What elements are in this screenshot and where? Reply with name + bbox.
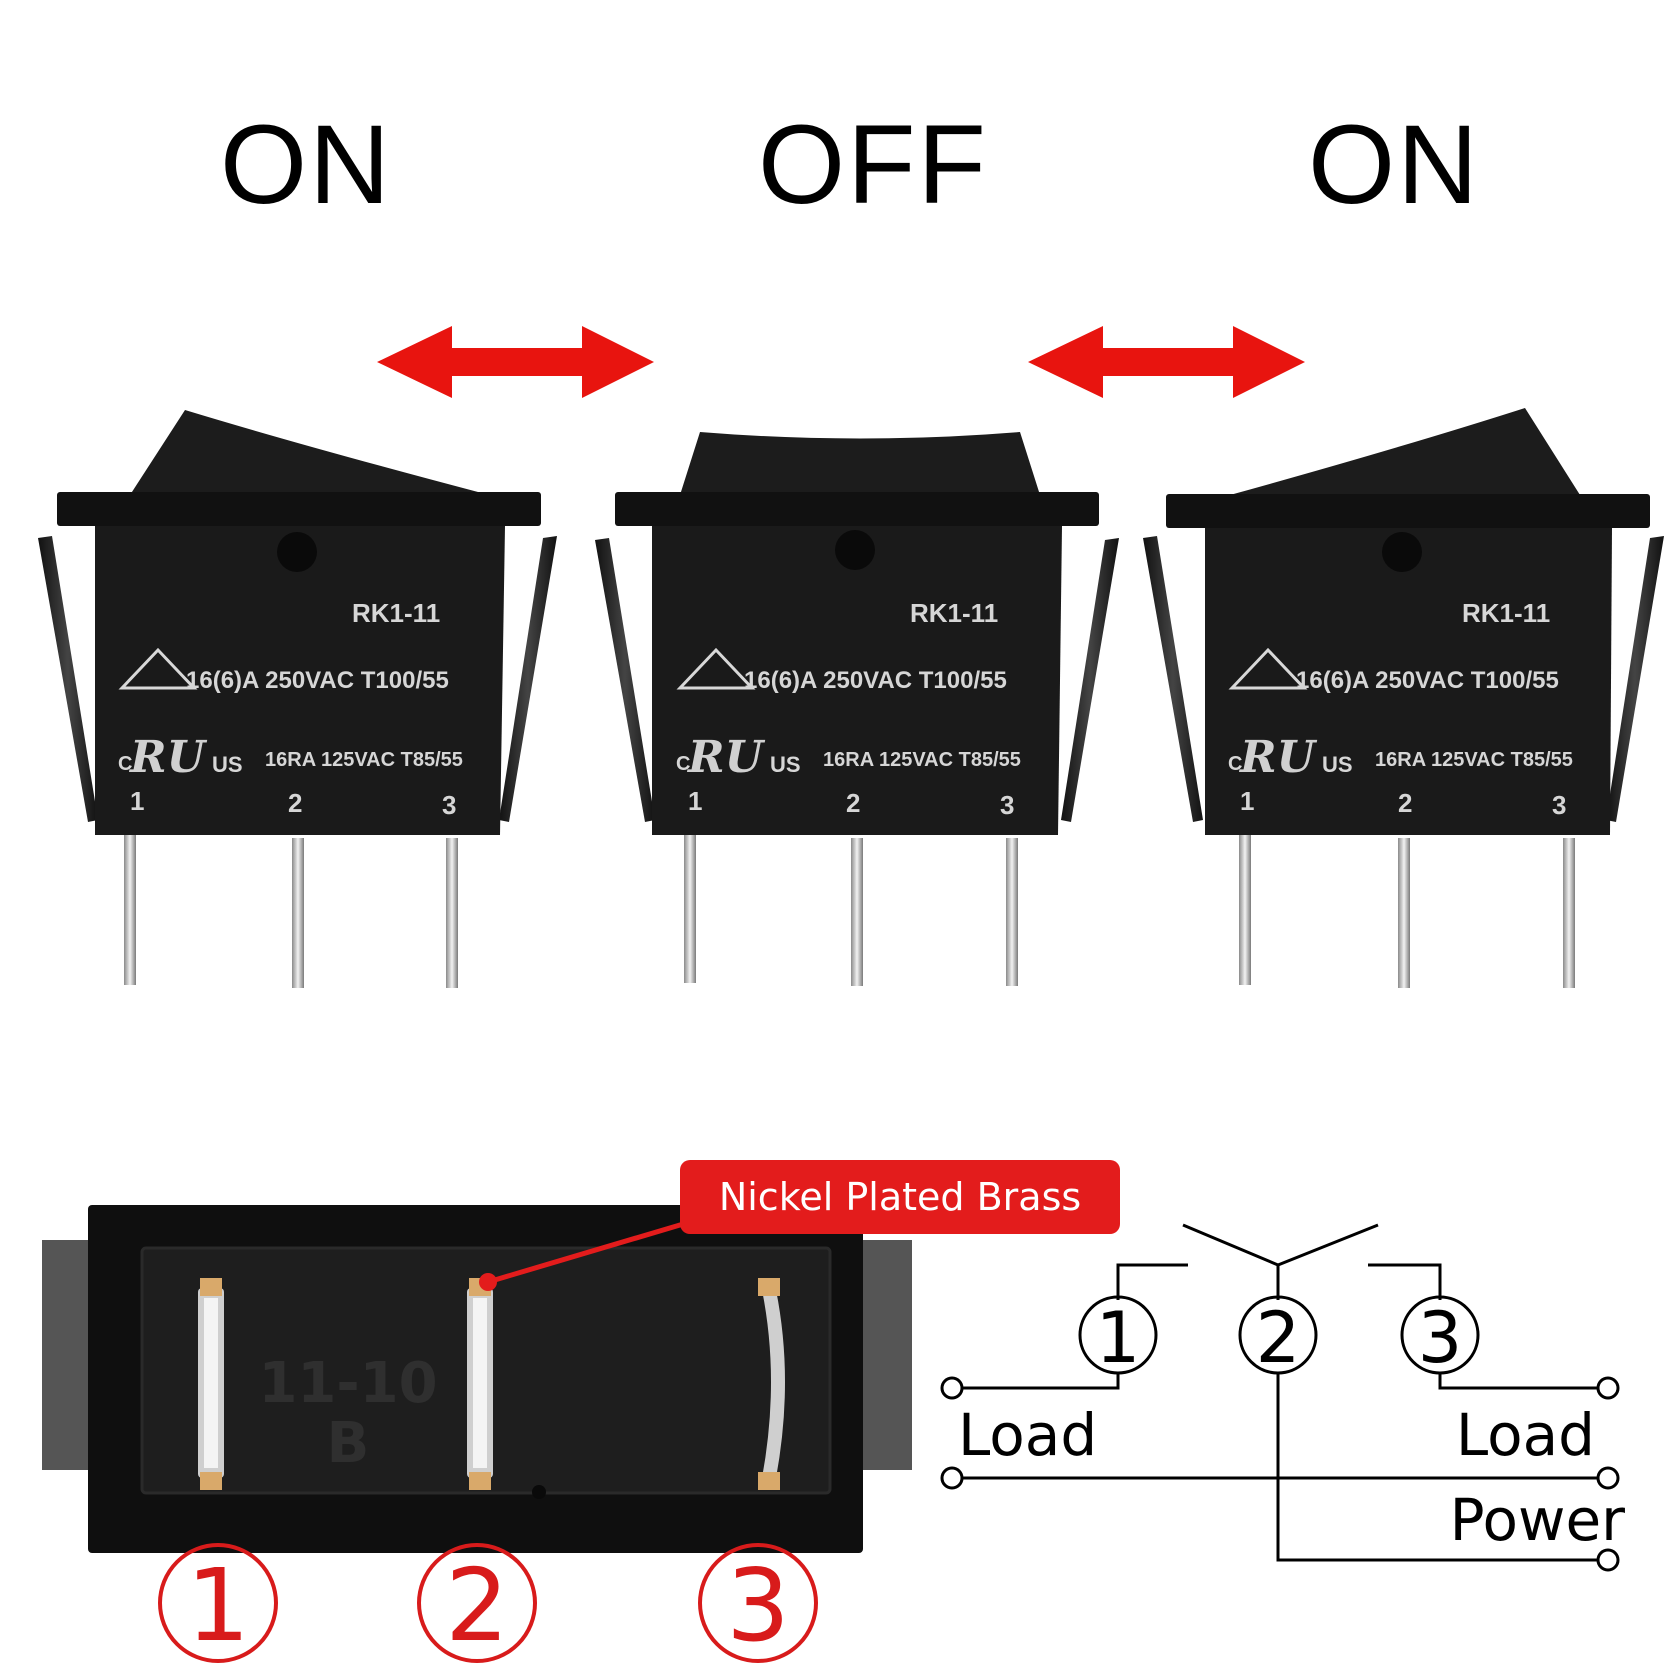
ul-logo-icon: RU: [686, 732, 766, 783]
pin-label-3: 3: [698, 1543, 818, 1664]
state-label-left: ON: [220, 102, 392, 227]
model-label: RK1-11: [352, 598, 440, 628]
switch-markings: RU RK1-11 16(6)A 250VAC T100/55C US 16RA 125…: [118, 598, 1573, 820]
ul-us-label: US: [1322, 752, 1353, 777]
ul-rating-label: 16RA 125VAC T85/55: [265, 749, 463, 771]
wiring-schematic: [940, 1223, 1620, 1572]
schematic-labels: 1 2 3 Load Load Power: [958, 1297, 1625, 1554]
ul-c-label: C: [1228, 753, 1242, 775]
pin-label-1: 1: [158, 1543, 278, 1664]
ul-rating-label: 16RA 125VAC T85/55: [1375, 749, 1573, 771]
vde-rating-label: 16(6)A 250VAC T100/55: [1296, 667, 1559, 694]
schematic-terminal-1: 1: [1096, 1297, 1141, 1379]
schematic-terminal-3: 3: [1418, 1297, 1463, 1379]
ul-c-label: C: [676, 753, 690, 775]
pin-number-3: 3: [1552, 790, 1566, 820]
svg-text:3: 3: [726, 1547, 790, 1664]
switch-2-markings: RU RK1-11 16(6)A 250VAC T100/55C US 16RA 125…: [676, 598, 1021, 820]
terminal-3: [758, 1278, 785, 1490]
pin-label-2: 2: [417, 1543, 537, 1664]
pin-number-2: 2: [1398, 788, 1412, 818]
rocker-switch-on-right: [1143, 408, 1664, 988]
switch-bottom-view: 11-10 B 1 2 3: [42, 1205, 912, 1664]
rocker-actuator: [1230, 408, 1580, 495]
terminal-1: [198, 1278, 224, 1490]
svg-text:1: 1: [186, 1547, 250, 1664]
pin-number-3: 3: [442, 790, 456, 820]
vde-rating-label: 16(6)A 250VAC T100/55: [186, 667, 449, 694]
rocker-actuator: [680, 432, 1040, 495]
callout-leader: [487, 1219, 691, 1285]
svg-text:2: 2: [445, 1547, 509, 1664]
switch-3-markings: RU RK1-11 16(6)A 250VAC T100/55C US 16RA 125…: [1228, 598, 1573, 820]
state-label-right: ON: [1308, 102, 1480, 227]
nickel-plated-brass-callout: Nickel Plated Brass: [680, 1160, 1120, 1234]
ul-logo-icon: RU: [128, 732, 208, 783]
schematic-power: Power: [1450, 1486, 1626, 1554]
vde-logo-icon: [676, 647, 756, 690]
pin-number-2: 2: [288, 788, 302, 818]
body-code-line1: 11-10: [258, 1351, 437, 1416]
rocker-actuator: [130, 410, 478, 495]
schematic-terminal-2: 2: [1256, 1297, 1301, 1379]
pin-number-1: 1: [130, 786, 144, 816]
pin-number-1: 1: [688, 786, 702, 816]
clip-left: [38, 536, 98, 822]
ul-c-label: C: [118, 753, 132, 775]
ul-us-label: US: [770, 752, 801, 777]
ul-logo-icon: RU: [1238, 732, 1318, 783]
schematic-load-right: Load: [1456, 1401, 1595, 1469]
ul-rating-label: 16RA 125VAC T85/55: [823, 749, 1021, 771]
rocker-switch-off-middle: [595, 432, 1119, 986]
switch-1-markings: RU RK1-11 16(6)A 250VAC T100/55C US 16RA 125…: [118, 598, 463, 820]
state-label-middle: OFF: [758, 102, 988, 227]
ul-us-label: US: [212, 752, 243, 777]
double-arrow-right: [1028, 326, 1305, 398]
vde-rating-label: 16(6)A 250VAC T100/55: [744, 667, 1007, 694]
terminal-2: [467, 1278, 493, 1490]
clip-right: [499, 536, 557, 822]
double-arrow-left: [377, 326, 654, 398]
pin-number-1: 1: [1240, 786, 1254, 816]
vde-logo-icon: [118, 647, 198, 690]
model-label: RK1-11: [910, 598, 998, 628]
body-code-line2: B: [327, 1411, 370, 1476]
pin-number-2: 2: [846, 788, 860, 818]
schematic-load-left: Load: [958, 1401, 1097, 1469]
rocker-switch-on-left: [38, 410, 557, 988]
vde-logo-icon: [1228, 647, 1308, 690]
model-label: RK1-11: [1462, 598, 1550, 628]
pin-number-3: 3: [1000, 790, 1014, 820]
